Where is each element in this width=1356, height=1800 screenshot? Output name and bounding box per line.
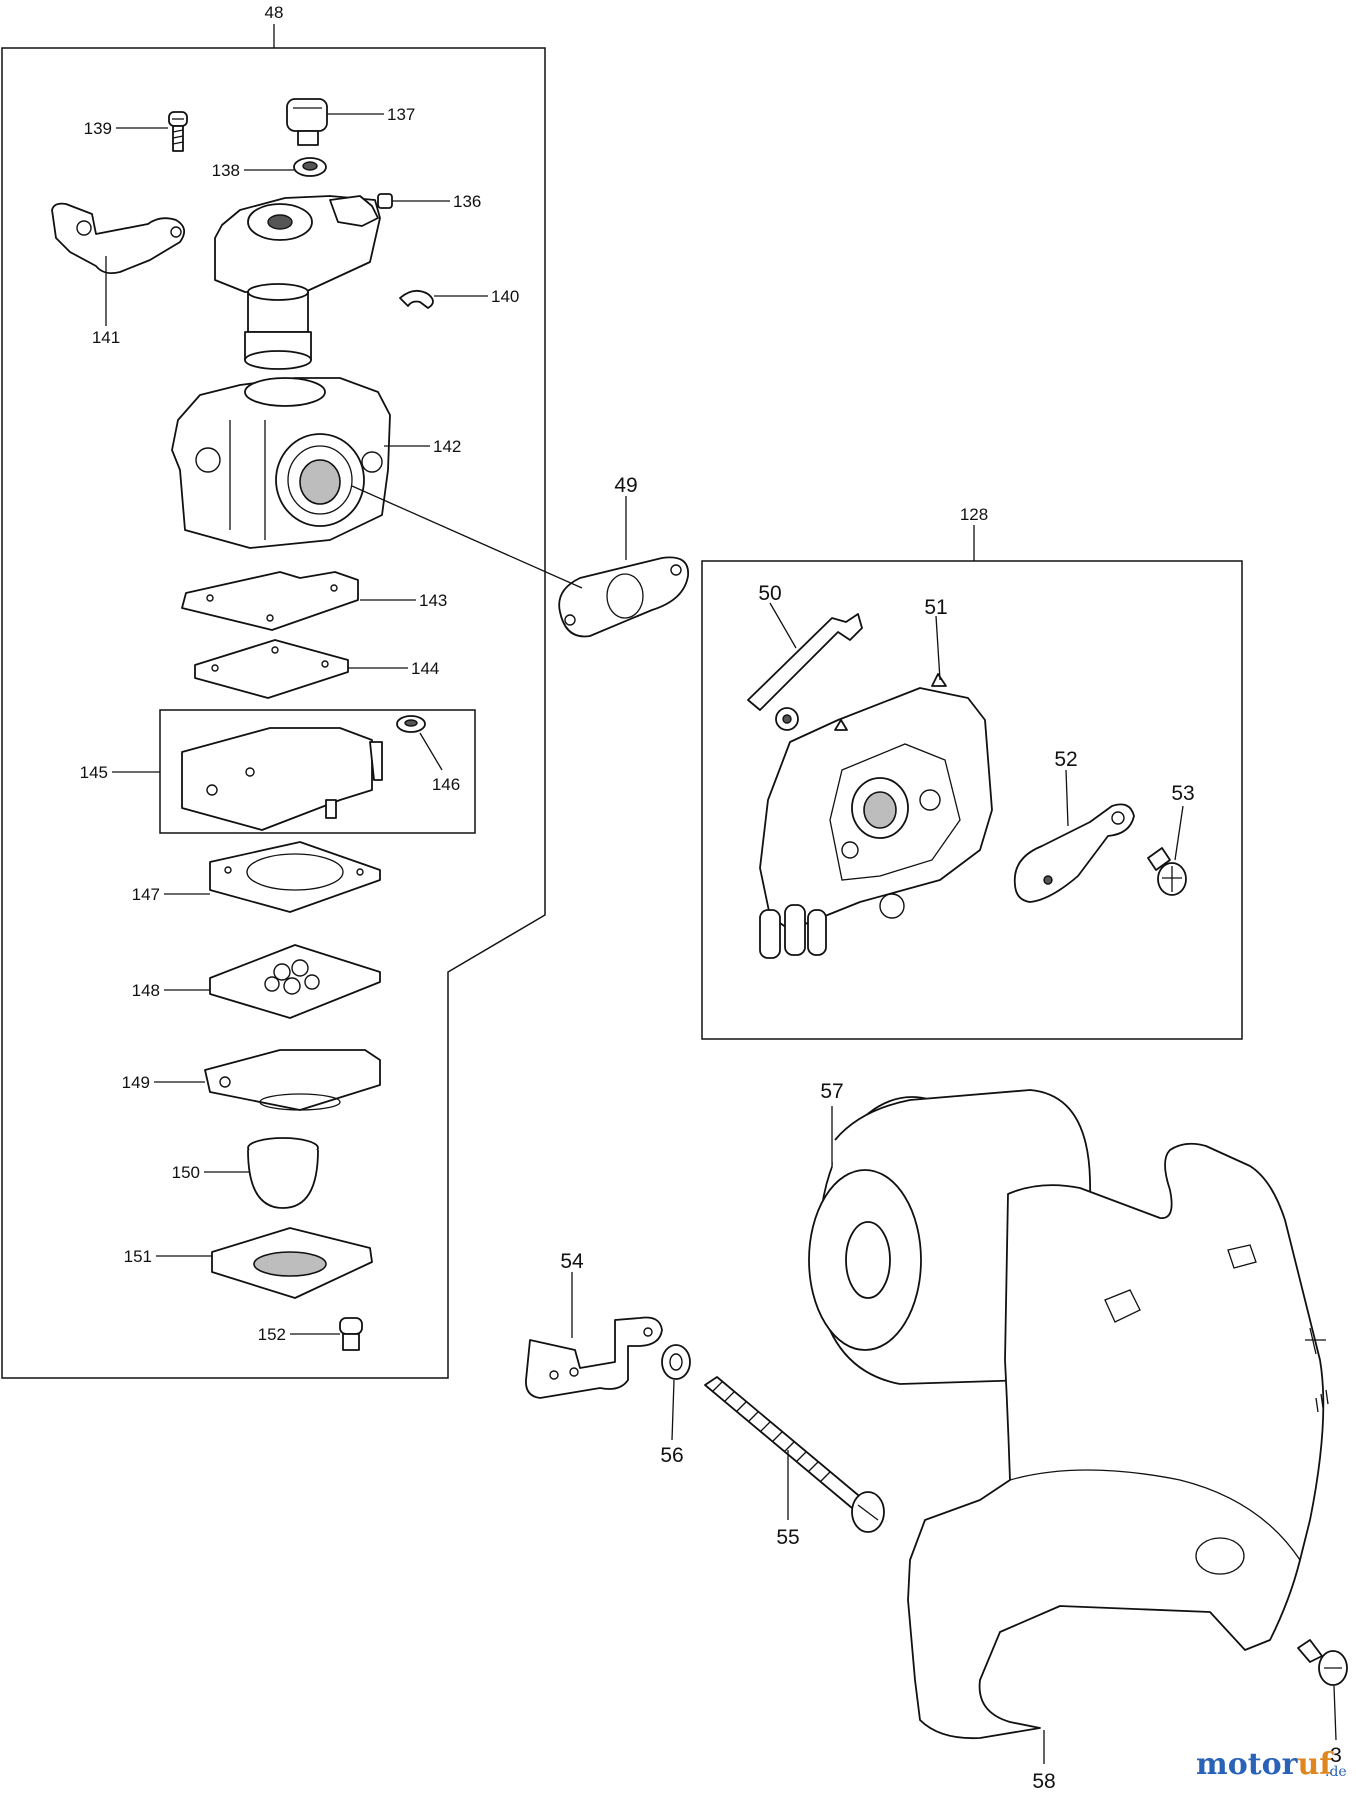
bulb-retainer-151 [211,1227,373,1299]
callout-146: 146 [432,775,460,794]
callout-50: 50 [758,582,781,605]
gasket-49 [558,556,689,638]
seal-146 [396,715,426,733]
callout-48: 48 [265,3,284,22]
callout-137: 137 [387,105,415,124]
watermark-text-a: motor [1196,1747,1299,1782]
leader-lines [105,113,1337,1764]
primer-bulb-150 [247,1137,319,1209]
watermark-suffix: .de [1325,1764,1347,1780]
screw-3 [1297,1639,1348,1686]
bolt-55 [704,1376,885,1533]
bracket-54 [525,1316,663,1399]
callout-138: 138 [212,161,240,180]
callout-labels: 48 139 137 138 136 140 141 142 143 144 1… [80,3,1342,1793]
washer-56 [661,1344,691,1380]
callout-52: 52 [1054,748,1077,771]
callout-139: 139 [84,119,112,138]
clip-140 [399,289,434,309]
callout-142: 142 [433,437,461,456]
carburetor-assembly-frame [1,24,546,1379]
callout-56: 56 [660,1444,683,1467]
gasket-143 [181,571,359,631]
screw-53 [1147,847,1187,896]
plate-144 [194,639,349,699]
callout-128: 128 [960,505,988,524]
screw-152 [339,1317,363,1351]
watermark-logo: motoruf .de [1196,1747,1347,1782]
link-rod-50 [747,613,863,731]
callout-150: 150 [172,1163,200,1182]
callout-49: 49 [614,474,637,497]
seal-138 [293,157,327,177]
callout-149: 149 [122,1073,150,1092]
callout-58: 58 [1032,1770,1055,1793]
choke-plate-52 [1013,803,1135,903]
callout-51: 51 [924,596,947,619]
callout-54: 54 [560,1250,584,1273]
callout-3: 3 [1330,1744,1342,1767]
gasket-147 [209,841,381,913]
callout-148: 148 [132,981,160,1000]
callout-55: 55 [776,1526,799,1549]
callout-136: 136 [453,192,481,211]
screw-139 [168,111,188,152]
diaphragm-148 [209,944,381,1019]
callout-144: 144 [411,659,439,678]
throttle-valve-136 [214,193,393,370]
callout-140: 140 [491,287,519,306]
pump-cover-149 [204,1049,381,1111]
pump-body-145 [181,727,383,831]
air-cleaner-assembly-frame [701,525,1243,1040]
adjusting-screw-137 [286,98,328,146]
callout-53: 53 [1171,782,1194,805]
callout-145: 145 [80,763,108,782]
watermark-text-b: uf [1297,1747,1334,1782]
callout-143: 143 [419,591,447,610]
callout-141: 141 [92,328,120,347]
callout-57: 57 [820,1080,843,1103]
svg-text:motoruf: motoruf [1196,1747,1334,1782]
carburetor-body-142 [171,377,391,549]
lever-141 [51,202,186,275]
callout-152: 152 [258,1325,286,1344]
callout-147: 147 [132,885,160,904]
callout-151: 151 [124,1247,152,1266]
air-cleaner-base-51 [759,673,993,959]
air-filter-element-57 [808,1089,1093,1385]
air-filter-cover-58 [907,1142,1329,1740]
